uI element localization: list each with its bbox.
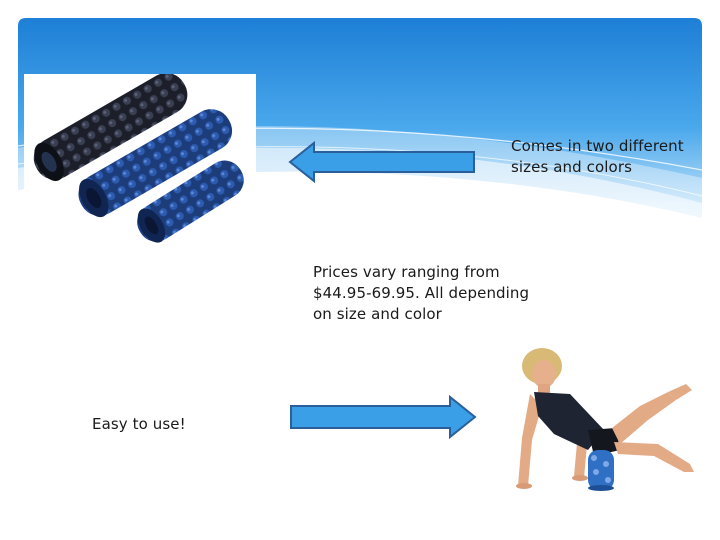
sizes-colors-text: Comes in two different sizes and colors — [511, 137, 684, 176]
foam-rollers-image — [24, 74, 256, 246]
prices-text: Prices vary ranging from $44.95-69.95. A… — [313, 263, 530, 323]
left-arrow-icon — [288, 140, 475, 184]
right-arrow-icon — [290, 394, 477, 440]
easy-to-use-text: Easy to use! — [92, 415, 186, 433]
woman-using-roller-image — [508, 346, 704, 496]
